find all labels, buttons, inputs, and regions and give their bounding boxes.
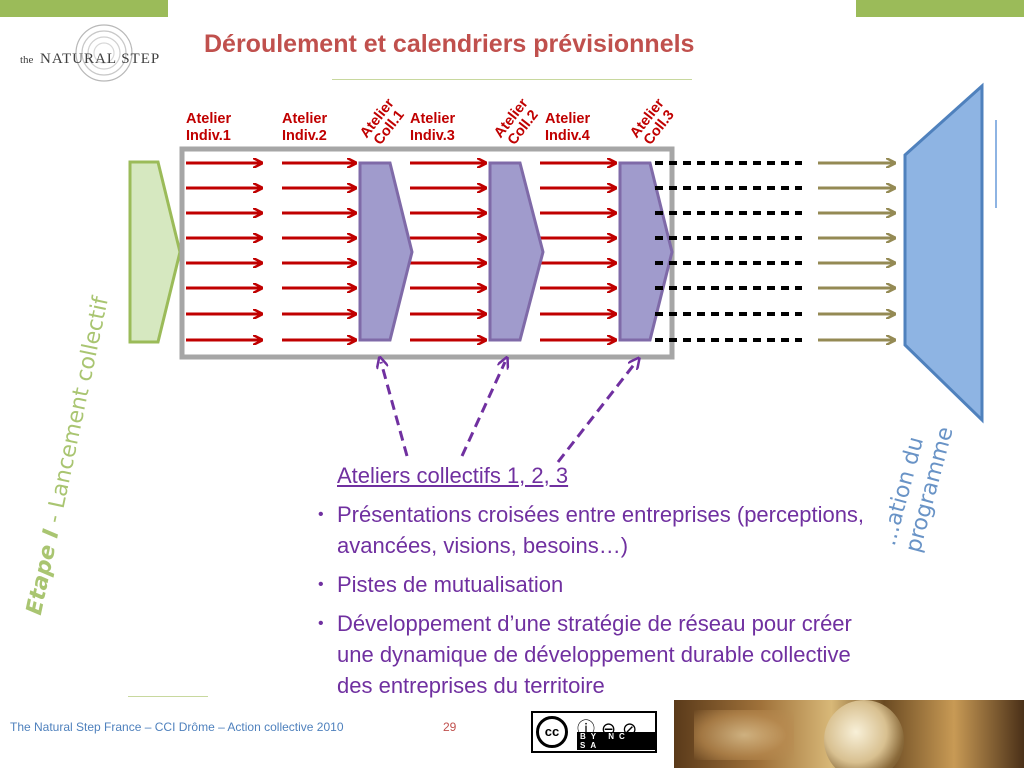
- notes-bullet: •Développement d’une stratégie de réseau…: [312, 608, 882, 701]
- collective-workshop-2-shape: [488, 161, 545, 342]
- header-accent-bar-left: [0, 0, 168, 17]
- collective-workshop-3-shape: [618, 161, 674, 342]
- header-accent-bar-right: [856, 0, 1024, 17]
- workshop-frame: [179, 146, 675, 360]
- pointer-to-coll3: [556, 362, 636, 463]
- future-timeline-dotted-lines: [655, 161, 802, 342]
- footer-credit: The Natural Step France – CCI Drôme – Ac…: [10, 720, 344, 734]
- bullet-dot-icon: •: [318, 576, 324, 593]
- collective-workshops-notes: Ateliers collectifs 1, 2, 3 •Présentatio…: [312, 460, 882, 709]
- pointer-to-coll1: [381, 362, 409, 457]
- launch-phase-shape: [128, 160, 182, 344]
- program-output-arrows: [818, 163, 895, 340]
- notes-bullet: •Pistes de mutualisation: [312, 569, 882, 600]
- creative-commons-badge[interactable]: cc ⓘ⊖⊘ BY NC SA: [531, 711, 657, 753]
- slide-title: Déroulement et calendriers prévisionnels: [204, 30, 695, 58]
- page-number: 29: [443, 720, 457, 734]
- compass-icon: [824, 700, 904, 768]
- logo-small-text: the: [20, 54, 34, 66]
- notes-bullet: •Présentations croisées entre entreprise…: [312, 499, 882, 561]
- notes-bullet-list: •Présentations croisées entre entreprise…: [312, 499, 882, 701]
- collective-workshop-1-shape: [358, 161, 414, 342]
- individual-workshop-arrows: [186, 163, 616, 340]
- bullet-dot-icon: •: [318, 506, 324, 523]
- antique-map-image: [694, 710, 794, 760]
- program-funnel-shape: [903, 82, 984, 424]
- bullet-dot-icon: •: [318, 615, 324, 632]
- natural-step-logo: the NATURAL STEP: [14, 17, 172, 83]
- license-tags: BY NC SA: [577, 732, 655, 750]
- footer-divider: [128, 696, 208, 697]
- compass-map-photo: [674, 700, 1024, 768]
- pointer-to-coll2: [460, 362, 505, 457]
- title-divider: [332, 79, 692, 80]
- notes-heading: Ateliers collectifs 1, 2, 3: [337, 463, 569, 488]
- logo-main-text: NATURAL STEP: [40, 51, 160, 67]
- cc-icon: cc: [536, 716, 568, 748]
